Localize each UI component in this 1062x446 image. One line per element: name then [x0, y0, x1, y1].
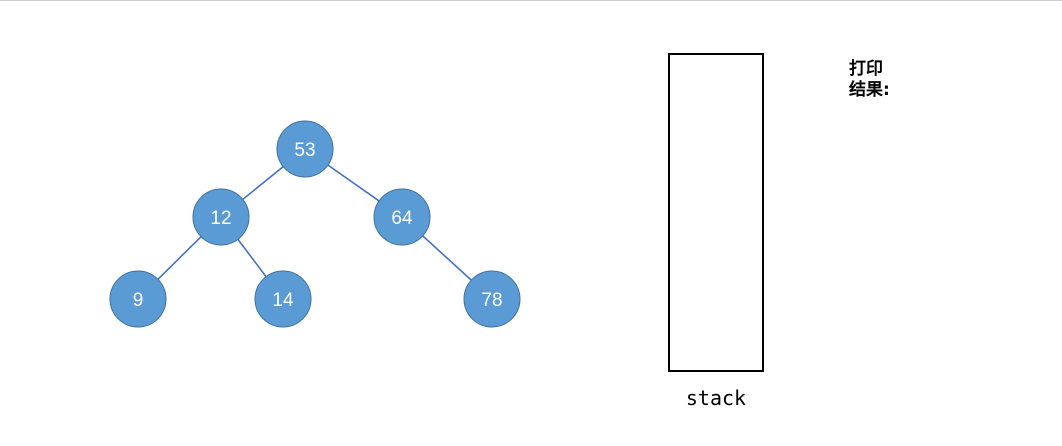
stack-container	[668, 53, 764, 372]
tree-node-53: 53	[276, 120, 334, 178]
tree-node-14: 14	[254, 270, 312, 328]
print-result-label: 打印 结果:	[849, 59, 939, 101]
tree-node-label-78: 78	[481, 290, 502, 311]
tree-node-circle-53	[276, 120, 334, 178]
tree-node-circle-12	[192, 188, 250, 246]
print-result-line-1: 打印	[849, 59, 883, 79]
tree-node-label-64: 64	[391, 208, 413, 229]
tree-node-circle-14	[254, 270, 312, 328]
tree-node-label-14: 14	[272, 290, 294, 311]
tree-nodes: 53 12 64 9 14 78	[109, 120, 521, 328]
tree-node-circle-9	[109, 270, 167, 328]
tree-node-label-9: 9	[133, 290, 144, 311]
tree-node-9: 9	[109, 270, 167, 328]
top-divider	[0, 0, 1062, 1]
tree-node-circle-78	[463, 270, 521, 328]
tree-node-78: 78	[463, 270, 521, 328]
stack-label: stack	[685, 386, 747, 410]
tree-node-label-53: 53	[294, 140, 315, 161]
tree-node-64: 64	[373, 188, 431, 246]
tree-node-label-12: 12	[210, 208, 231, 229]
tree-node-12: 12	[192, 188, 250, 246]
tree-node-circle-64	[373, 188, 431, 246]
print-result-line-2: 结果:	[849, 80, 890, 100]
